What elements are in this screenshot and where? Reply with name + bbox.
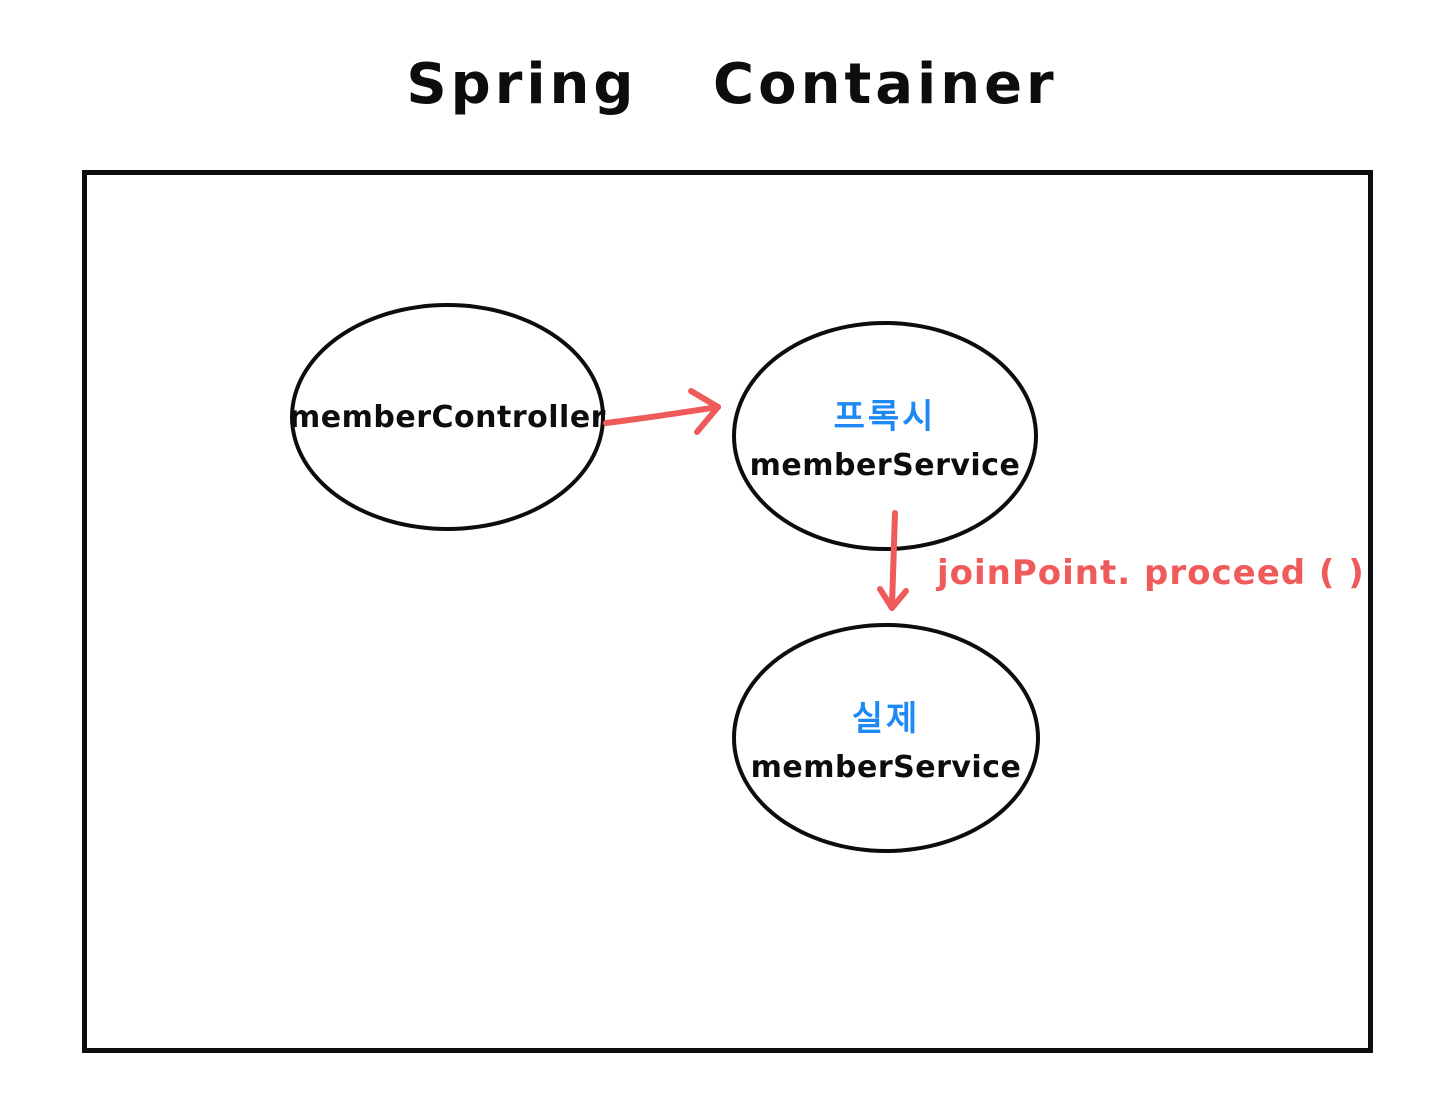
node-actual-member-service: 실제 memberService: [732, 623, 1040, 853]
actual-korean-sublabel: 실제: [851, 699, 921, 739]
node-proxy-member-service: 프록시 memberService: [732, 321, 1038, 551]
proxy-member-service-label: memberService: [749, 448, 1021, 483]
arrow-controller-to-proxy: [603, 388, 721, 435]
diagram-title: Spring Container: [406, 52, 1058, 117]
actual-member-service-label: memberService: [750, 750, 1022, 785]
joinpoint-proceed-label: joinPoint. proceed ( ): [937, 553, 1365, 593]
member-controller-label: memberController: [289, 399, 606, 435]
proxy-korean-sublabel: 프록시: [833, 397, 937, 437]
spring-container-box: memberController 프록시 memberService 실제 me…: [82, 170, 1373, 1053]
arrow-layer: [603, 388, 909, 611]
node-member-controller: memberController: [289, 303, 606, 531]
